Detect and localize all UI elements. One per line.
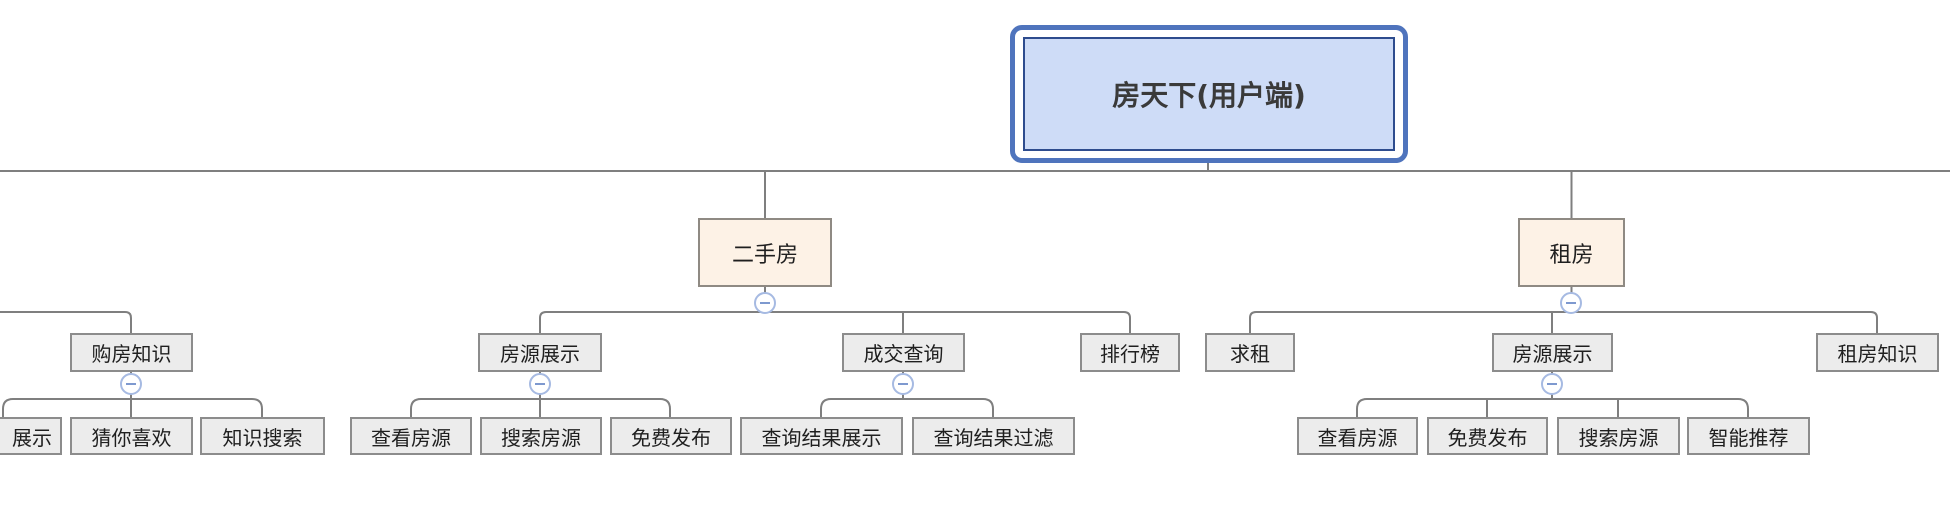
collapse-minus-icon[interactable] — [120, 373, 142, 395]
node-level4[interactable]: 猜你喜欢 — [70, 417, 193, 455]
node-level4[interactable]: 搜索房源 — [480, 417, 602, 455]
node-level2[interactable]: 二手房 — [698, 218, 832, 287]
node-level4[interactable]: 查看房源 — [350, 417, 472, 455]
node-level4[interactable]: 查询结果过滤 — [912, 417, 1075, 455]
node-level4[interactable]: 知识搜索 — [200, 417, 325, 455]
collapse-minus-icon[interactable] — [1541, 373, 1563, 395]
root-node[interactable]: 房天下(用户端) — [1023, 37, 1395, 151]
node-level4[interactable]: 免费发布 — [610, 417, 732, 455]
node-level4[interactable]: 搜索房源 — [1557, 417, 1680, 455]
node-level3[interactable]: 租房知识 — [1816, 333, 1939, 372]
collapse-minus-icon[interactable] — [754, 292, 776, 314]
collapse-minus-icon[interactable] — [892, 373, 914, 395]
node-level3[interactable]: 求租 — [1205, 333, 1295, 372]
node-level3[interactable]: 房源展示 — [1492, 333, 1613, 372]
node-level4[interactable]: 智能推荐 — [1687, 417, 1810, 455]
node-level4[interactable]: 免费发布 — [1427, 417, 1548, 455]
collapse-minus-icon[interactable] — [1560, 292, 1582, 314]
node-level2[interactable]: 租房 — [1518, 218, 1625, 287]
node-level4[interactable]: 查询结果展示 — [740, 417, 903, 455]
node-level3[interactable]: 房源展示 — [478, 333, 602, 372]
collapse-minus-icon[interactable] — [529, 373, 551, 395]
node-level4[interactable]: 查看房源 — [1297, 417, 1418, 455]
node-level3[interactable]: 购房知识 — [70, 333, 193, 372]
node-level3[interactable]: 成交查询 — [842, 333, 965, 372]
node-level3[interactable]: 排行榜 — [1080, 333, 1180, 372]
node-level4-clipped[interactable]: 展示 — [0, 417, 62, 455]
